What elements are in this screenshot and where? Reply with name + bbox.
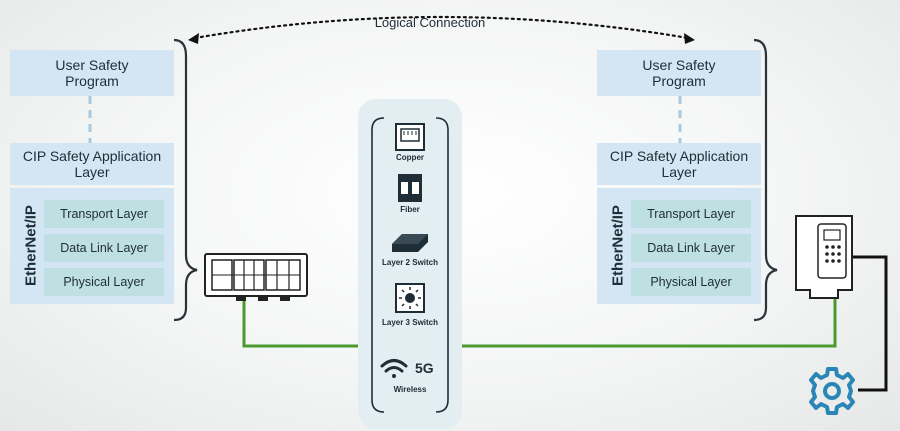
right-cip-safety-layer: CIP Safety Application Layer <box>597 143 761 185</box>
right-user-safety-program-text: User Safety Program <box>642 57 716 89</box>
media-panel <box>358 99 462 429</box>
right-cip-safety-text: CIP Safety Application Layer <box>609 148 749 180</box>
left-transport-layer: Transport Layer <box>44 200 164 228</box>
left-cip-safety-text: CIP Safety Application Layer <box>22 148 162 180</box>
wireless-label: Wireless <box>393 385 427 394</box>
logical-connection-arc <box>193 15 690 40</box>
left-ethernet-ip-block: EtherNet/IP Transport Layer Data Link La… <box>10 188 174 304</box>
left-user-safety-program-text: User Safety Program <box>55 57 129 89</box>
arc-arrow-right <box>684 33 695 44</box>
left-user-safety-program: User Safety Program <box>10 50 174 96</box>
arc-arrow-left <box>188 33 199 44</box>
left-brace <box>173 38 198 322</box>
copper-label: Copper <box>396 153 424 162</box>
right-brace <box>753 38 778 322</box>
right-ethernet-ip-block: EtherNet/IP Transport Layer Data Link La… <box>597 188 761 304</box>
drive-to-motor-link <box>853 255 888 392</box>
layer3-switch-icon <box>395 283 425 313</box>
copper-icon <box>395 123 425 151</box>
right-user-safety-program: User Safety Program <box>597 50 761 96</box>
wifi-icon <box>380 359 408 378</box>
layer2-switch-icon <box>392 234 428 252</box>
layer3-switch-label: Layer 3 Switch <box>381 318 439 327</box>
left-data-link-layer: Data Link Layer <box>44 234 164 262</box>
logical-connection-label: Logical Connection <box>374 15 486 30</box>
fiber-label: Fiber <box>400 205 420 214</box>
layer2-switch-label: Layer 2 Switch <box>381 258 439 267</box>
network-link <box>242 298 837 348</box>
left-physical-layer: Physical Layer <box>44 268 164 296</box>
right-transport-layer: Transport Layer <box>631 200 751 228</box>
5g-label: 5G <box>415 360 434 376</box>
right-data-link-layer: Data Link Layer <box>631 234 751 262</box>
left-cip-safety-layer: CIP Safety Application Layer <box>10 143 174 185</box>
right-physical-layer: Physical Layer <box>631 268 751 296</box>
fiber-icon <box>398 174 422 202</box>
